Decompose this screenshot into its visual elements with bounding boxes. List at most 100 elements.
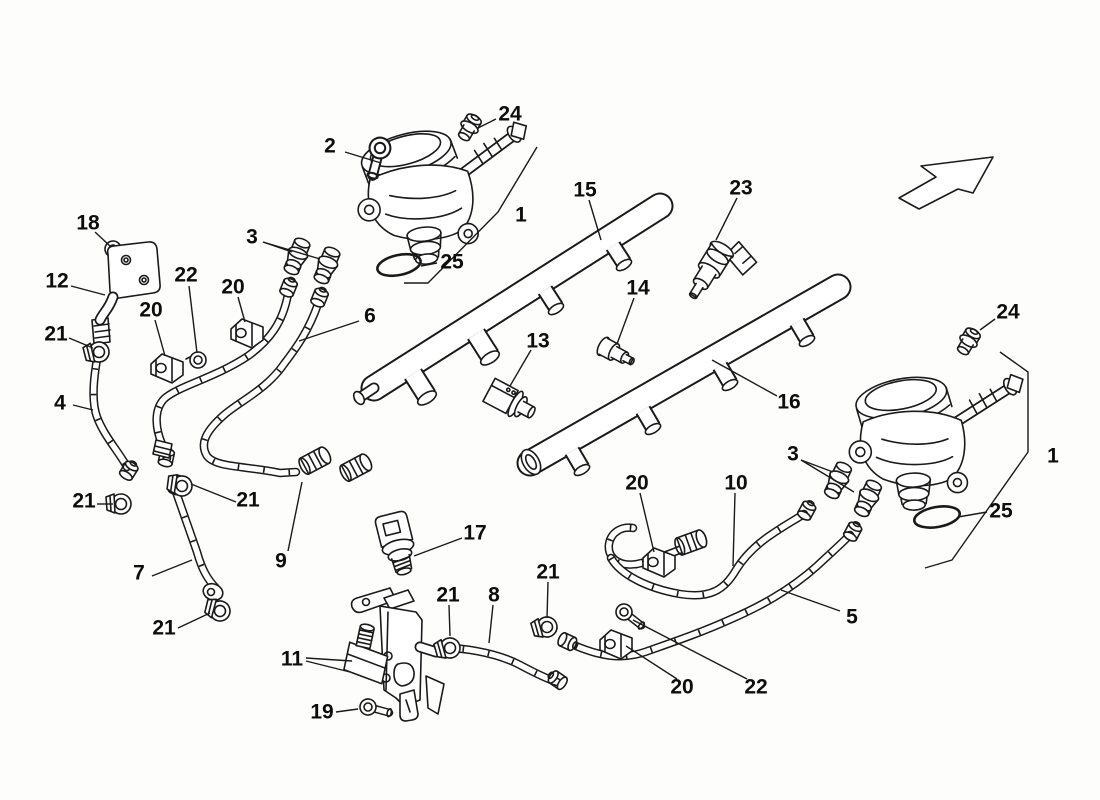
leader-line (177, 612, 211, 629)
leader-line (509, 349, 532, 387)
hose-nut (308, 284, 331, 310)
quick-connector (336, 451, 375, 484)
union-fitting (850, 476, 886, 521)
leader-line (305, 660, 351, 673)
hose-clamp (201, 596, 234, 625)
leader-line (305, 657, 353, 662)
leader-line (588, 199, 602, 241)
hose-nut (277, 274, 300, 300)
direction-arrow-icon (898, 156, 994, 210)
retaining-clip (150, 353, 184, 384)
callout-label: 8 (488, 584, 500, 607)
union-fitting (820, 458, 856, 503)
callout-label: 16 (777, 391, 800, 414)
callout-label: 14 (626, 277, 650, 300)
leader-line (298, 320, 360, 342)
retaining-clip (230, 318, 264, 349)
leader-line (72, 404, 94, 411)
union-fitting (279, 234, 314, 279)
fuel-injector (688, 240, 758, 300)
callout-label: 21 (536, 561, 560, 584)
quick-connector (672, 527, 710, 558)
leader-line (715, 197, 738, 241)
callout-label: 21 (436, 584, 460, 607)
callout-label: 11 (281, 648, 304, 671)
hose-clamp (529, 614, 560, 641)
callout-label: 22 (744, 676, 767, 699)
quick-connector (295, 444, 334, 477)
callout-label: 7 (133, 562, 145, 585)
callout-label: 21 (44, 323, 68, 346)
callout-label: 10 (724, 472, 747, 495)
leader-line (546, 581, 549, 619)
leader-line (979, 318, 996, 331)
leader-line (262, 241, 321, 260)
fuel-pressure-sensor (374, 510, 415, 576)
leader-line (616, 297, 635, 345)
leader-line (151, 559, 193, 577)
union-fitting (309, 243, 344, 288)
leader-line (413, 537, 463, 557)
callout-label: 5 (846, 606, 858, 629)
callout-label: 21 (152, 617, 176, 640)
callout-label: 24 (498, 103, 522, 126)
hose-clamp (432, 635, 463, 662)
leader-line (625, 645, 678, 680)
leader-line (488, 604, 494, 644)
leader-line (237, 296, 246, 323)
callout-label: 23 (729, 177, 752, 200)
leader-line (780, 589, 841, 612)
fuel-rail-upper (352, 192, 674, 406)
leader-line (957, 511, 988, 518)
plug-fitting (952, 324, 985, 359)
callout-label: 21 (236, 489, 260, 512)
fuel-rail-lower (516, 273, 852, 477)
leader-line (335, 708, 359, 713)
callout-label: 15 (573, 179, 597, 202)
mounting-bracket-elbow (94, 241, 161, 326)
leader-line (632, 619, 748, 680)
o-ring (376, 252, 422, 278)
leader-line (70, 285, 106, 296)
hose-clamp (81, 339, 112, 366)
callout-label: 3 (787, 443, 799, 466)
leader-line (188, 285, 198, 354)
leader-line (287, 481, 303, 552)
valve-bracket-assembly (343, 587, 445, 722)
leader-line (477, 118, 497, 129)
callout-label: 9 (275, 550, 287, 573)
callout-label: 22 (174, 264, 197, 287)
callout-label: 20 (625, 472, 648, 495)
callout-label: 20 (670, 676, 693, 699)
callout-label: 20 (221, 276, 244, 299)
leader-line (154, 319, 166, 357)
callout-label: 1 (1047, 445, 1059, 468)
callout-label: 21 (72, 490, 96, 513)
assembly-bracket-line (404, 146, 538, 284)
callout-label: 25 (989, 500, 1013, 523)
leader-line (68, 337, 94, 349)
callout-label: 2 (324, 135, 336, 158)
leader-line (94, 231, 111, 247)
callout-label: 4 (54, 392, 66, 415)
leader-line (190, 483, 237, 503)
clip-bolt (613, 601, 648, 633)
o-ring (912, 505, 962, 529)
threaded-collar (91, 317, 173, 459)
callout-label: 1 (515, 204, 527, 227)
leader-line (344, 151, 382, 164)
grommet-bushing (185, 351, 207, 369)
leader-line (800, 459, 834, 473)
bracket-bolt (358, 697, 393, 721)
leader-line (448, 604, 451, 637)
leader-line (711, 359, 778, 397)
leader-line (732, 492, 736, 567)
leader-line (420, 262, 438, 267)
callout-label: 19 (310, 701, 333, 724)
callout-label: 18 (76, 212, 100, 235)
callout-label: 25 (440, 251, 464, 274)
callout-label: 12 (45, 270, 68, 293)
